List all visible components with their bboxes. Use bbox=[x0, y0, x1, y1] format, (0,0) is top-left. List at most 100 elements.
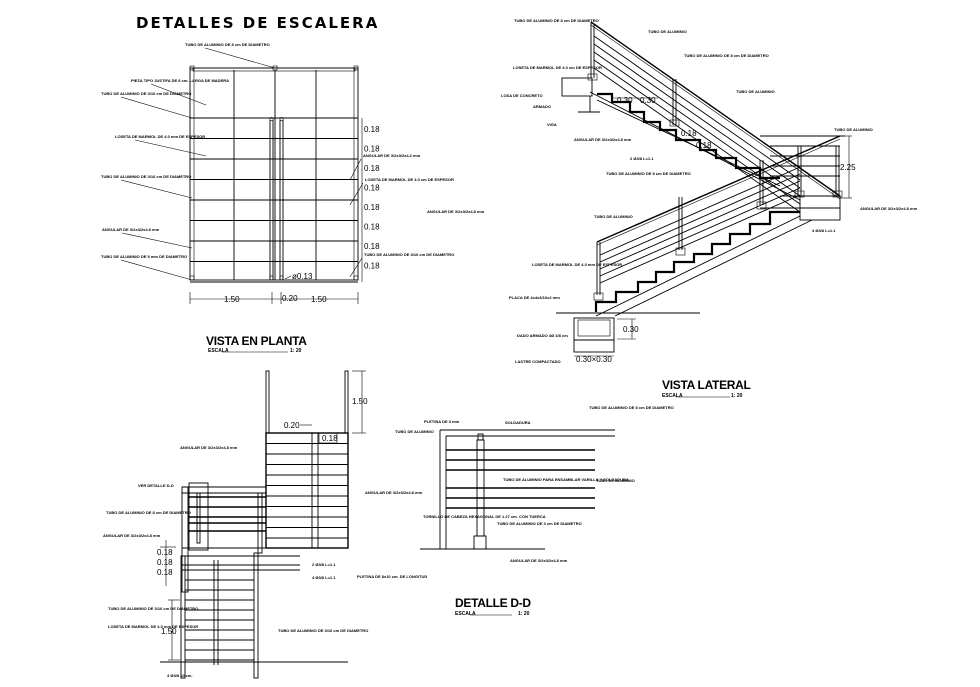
leader-line bbox=[349, 257, 363, 278]
elev-note: VER DETALLE D-D bbox=[138, 483, 174, 488]
dim-step-spacing: 0.18 bbox=[364, 164, 380, 173]
side-note: LASTRE COMPACTADO bbox=[515, 359, 561, 364]
leader-line bbox=[120, 179, 193, 199]
handrail-bar bbox=[593, 51, 801, 197]
side-note: LOSETA DE MARMOL DE 4.0 mm DE ESPESOR bbox=[532, 262, 622, 267]
handrail-bar bbox=[599, 173, 801, 263]
dim-step-spacing: 0.18 bbox=[364, 223, 380, 232]
side-note: LOSA DE CONCRETO bbox=[501, 93, 543, 98]
dd-note: TUBO DE ALUMINIO DE 3 cm DE DIAMETRO bbox=[497, 521, 582, 526]
elev-note: TUBO DE ALUMINIO DE 3/16 cm DE DIAMETRO bbox=[108, 606, 198, 611]
plan-note: TUBO DE ALUMINIO DE 3/16 cm DE DIAMETRO bbox=[101, 91, 191, 96]
dim-step-spacing: 0.18 bbox=[364, 262, 380, 271]
sheet-title: DETALLES DE ESCALERA bbox=[136, 14, 379, 32]
plan-note: TUBO DE ALUMINIO DE 3/16 cm DE DIAMETRO bbox=[364, 252, 454, 257]
dd-note: TUBO DE ALUMINIO bbox=[395, 429, 434, 434]
dd-note: PLETINA DE 8x10 cm. DE LONGITUD bbox=[357, 574, 427, 579]
dim-elev-step: 0.18 bbox=[157, 558, 173, 567]
side-scale-value: 1: 20 bbox=[731, 393, 743, 399]
side-note: TUBO DE ALUMINIO DE 8 cm DE DIAMETRO bbox=[514, 18, 599, 23]
detail-dd-title: DETALLE D-D bbox=[455, 596, 531, 610]
dim-tread-b: 0.30 bbox=[640, 96, 656, 105]
side-note: TUBO DE ALUMINIO DE 8 cm DE DIAMETRO bbox=[684, 53, 769, 58]
handrail-bar bbox=[593, 35, 801, 181]
dim-rail-height: 1.50 bbox=[352, 397, 368, 406]
dd-note: TORNILLO DE CABEZA HEXAGONAL DE 1.27 cm.… bbox=[423, 514, 546, 519]
concrete-slab bbox=[561, 77, 593, 97]
dd-note: PLETINA DE 3 mm bbox=[424, 419, 460, 424]
dim-step-spacing: 0.18 bbox=[364, 203, 380, 212]
dim-footing-width: 0.30×0.30 bbox=[576, 355, 612, 364]
side-note: TUBO DE ALUMINIO bbox=[594, 214, 633, 219]
plan-view: 0.18 0.18 0.18 0.18 0.18 0.18 0.18 0.18 1.50 0.… bbox=[101, 42, 485, 354]
elev-note: ANGULAR DE 3/2x3/2x4.8 mm bbox=[180, 445, 238, 450]
dd-scale-label: ESCALA bbox=[455, 611, 476, 617]
leader-line bbox=[134, 139, 207, 157]
elev-note: TUBO DE ALUMINIO DE 3/16 cm DE DIAMETRO bbox=[278, 628, 368, 633]
elev-note: 2 Ø3/8 L=1.1 bbox=[312, 562, 336, 567]
elev-note: ANGULAR DE 3/2x3/2x4.8 mm bbox=[103, 533, 161, 538]
side-note: DADO ARMADO 4Ø 3/8 cm bbox=[517, 333, 568, 338]
dim-diameter: ø0.13 bbox=[292, 272, 313, 281]
plan-note: ANGULAR DE 3/2x3/2x4.8 mm bbox=[427, 209, 485, 214]
plan-note: TUBO DE ALUMINIO DE 9 mm DE DIAMETRO bbox=[101, 254, 187, 259]
elev-note: LOSETA DE MARMOL DE 4.0 mm DE ESPESOR bbox=[108, 624, 198, 629]
dim-elev-step: 0.18 bbox=[157, 548, 173, 557]
side-note: 2 Ø3/8 L=1.1 bbox=[630, 156, 654, 161]
side-note: TUBO DE ALUMINIO DE 8 cm DE DIAMETRO bbox=[606, 171, 691, 176]
leader-line bbox=[150, 83, 207, 106]
detail-dd: TUBO DE ALUMINIO DE 8 cm DE DIAMETRO PLET… bbox=[357, 405, 674, 617]
dim-landing-height: 2.25 bbox=[840, 163, 856, 172]
dim-elev-gap: 0.20 bbox=[284, 421, 300, 430]
side-note: LOSETA DE MARMOL DE 4.0 cm DE ESPESOR bbox=[513, 65, 602, 70]
leader-line bbox=[121, 232, 193, 249]
side-view: 0.30 0.30×0.30 0.30 0.30 0.18 0.18 2.25 … bbox=[501, 18, 918, 399]
handrail-bar bbox=[599, 180, 801, 270]
dd-note: TUBO DE ALUMINIO PARA ENSAMBLAR VARILLA … bbox=[503, 477, 629, 482]
detail-d-d-marker bbox=[188, 482, 209, 551]
handrail-bar bbox=[599, 187, 801, 277]
plan-note: LOSETA DE MARMOL DE 4.0 cm DE ESPESOR bbox=[365, 177, 454, 182]
dim-step-spacing: 0.18 bbox=[364, 145, 380, 154]
handrail-bar bbox=[593, 59, 801, 205]
dd-note: SOLDADURA bbox=[505, 420, 531, 425]
dd-note: TUBO DE ALUMINIO bbox=[596, 478, 635, 483]
elev-note: ANGULAR DE 3/2x3/2x4.8 mm bbox=[365, 490, 423, 495]
dim-step-spacing: 0.18 bbox=[364, 242, 380, 251]
plan-note: ANGULAR DE 3/2x3/2x4.2 mm bbox=[363, 153, 421, 158]
dim-step-spacing: 0.18 bbox=[364, 184, 380, 193]
side-note: TUBO DE ALUMINIO bbox=[736, 89, 775, 94]
dim-riser-top: 0.18 bbox=[322, 434, 338, 443]
dim-step-spacing: 0.18 bbox=[364, 125, 380, 134]
plan-note: LOSETA DE MARMOL DE 4.0 mm DE ESPESOR bbox=[115, 134, 205, 139]
side-note: ANGULAR DE 3/2x3/2x4.8 mm bbox=[574, 137, 632, 142]
elev-note: 4 Ø3/8 L=1.1 bbox=[312, 575, 336, 580]
dim-riser-a: 0.18 bbox=[681, 129, 697, 138]
dd-scale-value: 1: 20 bbox=[518, 611, 530, 617]
plan-note: ANGULAR DE 3/2x3/2x4.8 mm bbox=[102, 227, 160, 232]
side-scale-label: ESCALA bbox=[662, 393, 683, 399]
elev-note: TUBO DE ALUMINIO DE 8 cm DE DIAMETRO bbox=[106, 510, 191, 515]
side-note: TUBO DE ALUMINIO bbox=[648, 29, 687, 34]
handrail-bar bbox=[599, 166, 801, 256]
elev-note: 3 Ø3/8 10 cm. bbox=[167, 673, 193, 678]
leader-line bbox=[120, 96, 193, 119]
leader-line bbox=[204, 47, 276, 69]
dim-lower-height: 1.50 bbox=[161, 627, 177, 636]
leader-line bbox=[349, 158, 362, 181]
dim-elev-step: 0.18 bbox=[157, 568, 173, 577]
plan-note: TUBO DE ALUMINIO DE 8 cm DE DIAMETRO bbox=[185, 42, 270, 47]
handrail-bar bbox=[599, 194, 801, 284]
dd-note: TUBO DE ALUMINIO DE 8 cm DE DIAMETRO bbox=[589, 405, 674, 410]
dim-width-right: 1.50 bbox=[311, 295, 327, 304]
dim-gap: 0.20 bbox=[282, 294, 298, 303]
dim-width-left: 1.50 bbox=[224, 295, 240, 304]
dim-riser-b: 0.18 bbox=[696, 141, 712, 150]
plan-note: TUBO DE ALUMINIO DE 3/16 cm DE DIAMETRO bbox=[101, 174, 191, 179]
leader-line bbox=[349, 182, 364, 206]
side-note: 4 Ø3/8 L=1.1 bbox=[812, 228, 836, 233]
side-note: PLACA DE 4x4x3/16x2 mm bbox=[509, 295, 560, 300]
plan-note: PIEZA TIPO JUSTIFA DE 8 cm. LARGA DE MAD… bbox=[131, 78, 229, 83]
side-note: TUBO DE ALUMINIO bbox=[834, 127, 873, 132]
